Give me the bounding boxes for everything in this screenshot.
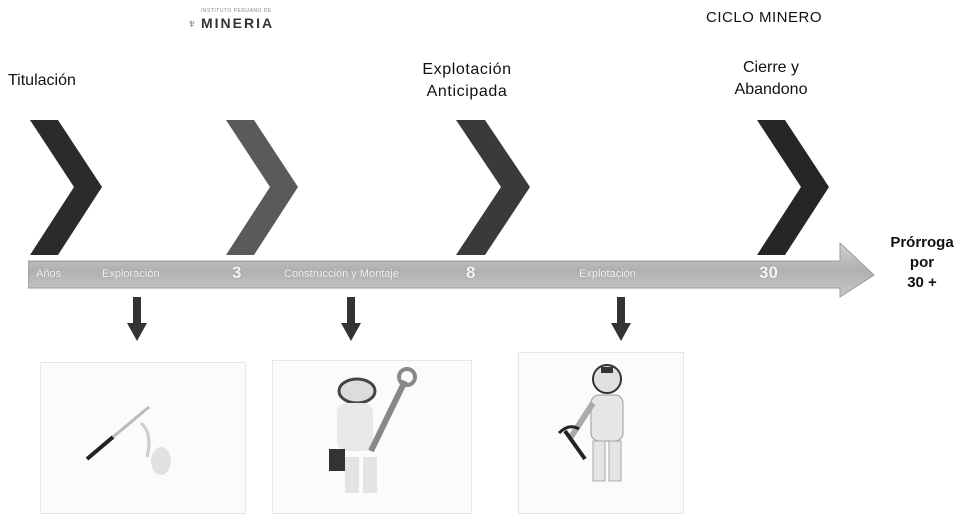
phase-explotacion-line2: Anticipada [392,81,542,103]
logo: ♆ INSTITUTO PERUANO DE MINERIA [187,8,297,36]
prorroga-line1: Prórroga [874,233,970,253]
exploitation-illustration [518,352,684,514]
timeline-exploracion: Exploración [102,268,159,280]
miner-pickaxe-icon [519,353,683,513]
prorroga-line3: 30 + [874,273,970,293]
down-arrow-1-icon [127,297,147,341]
timeline-num-30: 30 [759,263,778,283]
exploration-tool-icon [41,363,245,513]
prorroga-label: Prórroga por 30 + [874,233,970,293]
exploration-illustration [40,362,246,514]
chevron-3-icon [456,120,530,255]
timeline-anos: Años [36,268,61,280]
down-arrow-3-icon [611,297,631,341]
timeline-construccion: Construcción y Montaje [284,268,399,280]
timeline-num-8: 8 [466,263,475,283]
logo-mark-icon: ♆ [187,16,197,31]
diagram-title: CICLO MINERO [706,9,822,26]
timeline-explotacion: Explotación [579,268,636,280]
phase-explotacion-line1: Explotación [392,59,542,81]
phase-cierre-line1: Cierre y [706,57,836,79]
worker-wrench-icon [273,361,471,513]
phase-cierre: Cierre y Abandono [706,57,836,101]
down-arrow-2-icon [341,297,361,341]
logo-small-text: INSTITUTO PERUANO DE [201,8,272,14]
chevron-2-icon [226,120,298,255]
phase-cierre-line2: Abandono [706,79,836,101]
construction-illustration [272,360,472,514]
chevron-1-icon [30,120,102,255]
logo-name: MINERIA [201,15,274,31]
phase-explotacion-anticipada: Explotación Anticipada [392,59,542,103]
timeline-num-3: 3 [232,263,241,283]
chevron-4-icon [757,120,829,255]
prorroga-line2: por [874,253,970,273]
phase-titulacion: Titulación [8,70,76,92]
